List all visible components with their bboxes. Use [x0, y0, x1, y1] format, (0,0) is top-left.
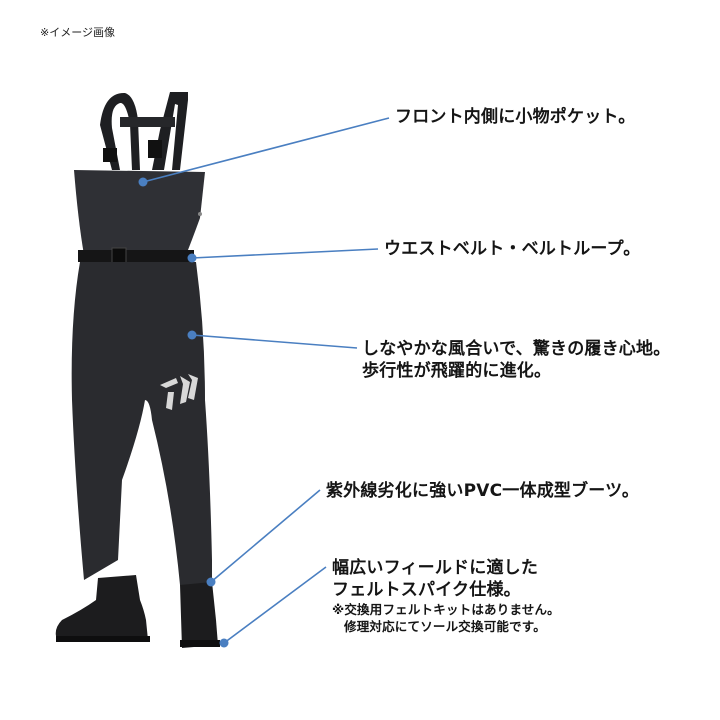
callout-waist-belt: ウエストベルト・ベルトループ。 — [384, 238, 640, 260]
callout-comfort: しなやかな風合いで、驚きの履き心地。 歩行性が飛躍的に進化。 — [362, 338, 670, 382]
image-disclaimer: ※イメージ画像 — [40, 26, 115, 39]
callout-text: 紫外線劣化に強いPVC一体成型ブーツ。 — [326, 481, 640, 501]
callout-lines — [142, 117, 390, 644]
left-boot — [55, 575, 148, 642]
right-boot — [180, 582, 218, 648]
legs — [71, 262, 213, 585]
callout-text: 歩行性が飛躍的に進化。 — [362, 361, 552, 381]
callout-front-pocket: フロント内側に小物ポケット。 — [395, 106, 635, 128]
callout-text: フェルトスパイク仕様。 — [332, 580, 521, 600]
callout-text: ウエストベルト・ベルトループ。 — [384, 239, 641, 259]
callout-text: 幅広いフィールドに適した — [332, 558, 539, 578]
chest-bib — [74, 170, 205, 255]
callout-footnote: 修理対応にてソール交換可能です。 — [344, 619, 546, 634]
callout-text: フロント内側に小物ポケット。 — [395, 107, 636, 127]
waist-belt — [78, 250, 194, 262]
callout-footnote: ※交換用フェルトキットはありません。 — [332, 602, 560, 617]
callout-text: しなやかな風合いで、驚きの履き心地。 — [362, 339, 671, 359]
callout-felt-spike: 幅広いフィールドに適した フェルトスパイク仕様。 ※交換用フェルトキットはありま… — [332, 557, 560, 635]
shoulder-straps — [100, 92, 188, 170]
callout-dots — [138, 177, 229, 648]
callout-pvc-boots: 紫外線劣化に強いPVC一体成型ブーツ。 — [326, 480, 639, 502]
daiwa-logo — [160, 374, 198, 410]
